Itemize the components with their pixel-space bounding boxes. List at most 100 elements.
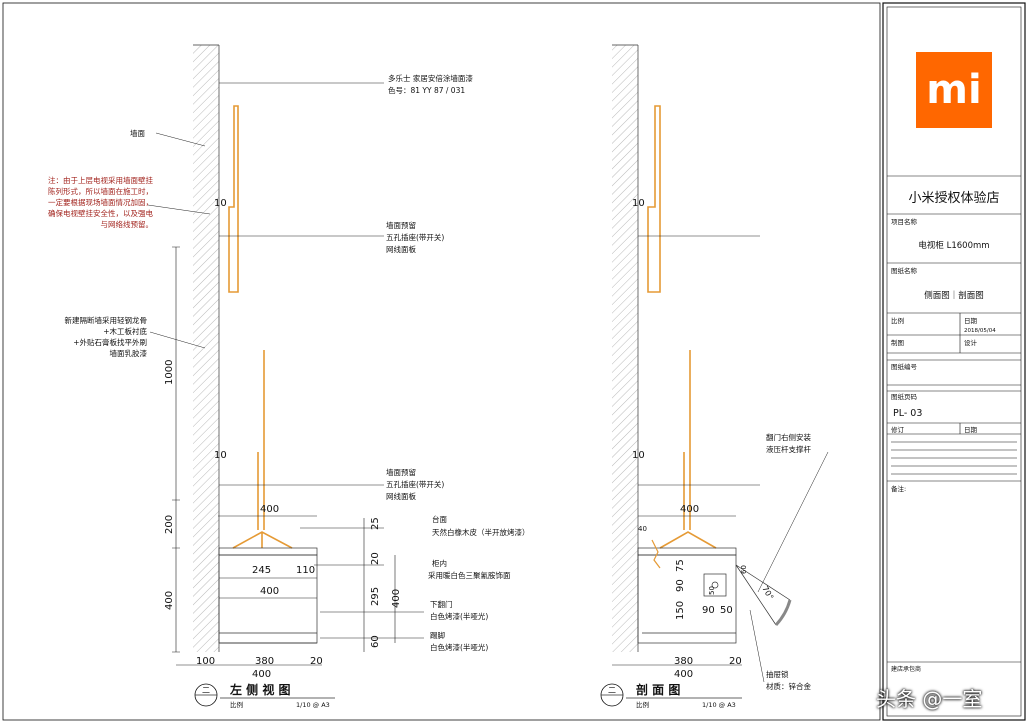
- sec-dim-90a: 90: [675, 579, 686, 592]
- page-label: 图纸页码: [891, 392, 918, 401]
- svg-text:台面: 台面: [432, 514, 447, 524]
- drawing-name-label: 图纸名称: [891, 266, 918, 275]
- svg-text:五孔插座(带开关): 五孔插座(带开关): [386, 479, 444, 489]
- mi-logo: [916, 52, 992, 128]
- revision-date-label: 日期: [964, 426, 978, 434]
- sec-dim-150: 150: [675, 601, 686, 620]
- svg-text:确保电视壁挂安全性，以及强电: 确保电视壁挂安全性，以及强电: [48, 208, 153, 218]
- contractor-label: 建店承包商: [891, 665, 921, 673]
- paint-line1: 多乐士 家居安倍涂墙面漆: [388, 73, 473, 83]
- dim-100: 100: [196, 656, 215, 667]
- dim-400top: 400: [260, 504, 279, 515]
- section-scale-label: 比例: [636, 700, 649, 709]
- date-label: 日期: [964, 317, 978, 325]
- sec-dim-380: 380: [674, 656, 693, 667]
- svg-text:+外贴石膏板找平外刷: +外贴石膏板找平外刷: [73, 337, 147, 347]
- section-view: 10 10 400 40 75 50 60 70° 90 90 50 150 3…: [600, 44, 829, 709]
- wall-hatch: [193, 45, 219, 652]
- dim-400bot: 400: [252, 669, 271, 680]
- wall-label: 墙面: [130, 128, 145, 138]
- section-title: 剖 面 图: [636, 682, 680, 697]
- lower-tv-stand: [232, 350, 293, 549]
- svg-text:一定要根据现场墙面情况加固，: 一定要根据现场墙面情况加固，: [48, 197, 153, 207]
- section-lower-tv-stand: [659, 350, 717, 549]
- project-name: 小米授权体验店: [908, 190, 999, 206]
- left-side-view: 10 10 1000 200 400 400 245 110 400 25 20…: [48, 44, 530, 709]
- title-block-frame: [882, 2, 1026, 721]
- svg-text:白色烤漆(半哑光): 白色烤漆(半哑光): [430, 642, 488, 652]
- cabinet-top: [218, 547, 318, 556]
- item-label: 项目名称: [891, 217, 918, 226]
- top-note: 台面 天然白橡木皮（半开放烤漆）: [432, 514, 530, 537]
- page-value: PL- 03: [893, 408, 922, 419]
- dim-400v: 400: [164, 591, 175, 610]
- dim-20b: 20: [310, 656, 323, 667]
- paint-line2: 色号：81 YY 87 / 031: [388, 85, 465, 95]
- revision-label: 修订: [891, 425, 905, 434]
- dim-10b: 10: [214, 450, 227, 461]
- warning-note: 注：由于上层电视采用墙面壁挂 陈列形式，所以墙面在施工时， 一定要根据现场墙面情…: [48, 175, 153, 229]
- svg-text:天然白橡木皮（半开放烤漆）: 天然白橡木皮（半开放烤漆）: [432, 527, 530, 537]
- svg-text:采用暖白色三聚氰胺饰面: 采用暖白色三聚氰胺饰面: [428, 570, 511, 580]
- sheet-border: [2, 2, 881, 721]
- section-upper-tv: [647, 105, 661, 293]
- dim-380: 380: [255, 656, 274, 667]
- svg-text:抽屉锁: 抽屉锁: [766, 669, 789, 679]
- svg-text:材质：锌合金: 材质：锌合金: [766, 681, 811, 691]
- svg-text:新建隔断墙采用轻钢龙骨: 新建隔断墙采用轻钢龙骨: [65, 315, 148, 325]
- drawn-label: 制图: [891, 338, 904, 347]
- dim-20: 20: [370, 552, 381, 565]
- dim-10a: 10: [214, 198, 227, 209]
- dim-60: 60: [370, 635, 381, 648]
- section-cabinet-top: [637, 547, 737, 556]
- upper-tv: [228, 105, 239, 293]
- svg-text:白色烤漆(半哑光): 白色烤漆(半哑光): [430, 611, 488, 621]
- dim-400r: 400: [391, 589, 402, 608]
- reserve-note-upper: 墙面预留 五孔插座(带开关) 网线面板: [386, 220, 444, 254]
- dim-25: 25: [370, 517, 381, 530]
- sec-dim-10b: 10: [632, 450, 645, 461]
- svg-text:柜内: 柜内: [432, 558, 447, 568]
- flap-note: 下翻门 白色烤漆(半哑光): [430, 600, 488, 621]
- dim-200: 200: [164, 515, 175, 534]
- sec-dim-40: 40: [638, 525, 647, 533]
- drawing-no-label: 图纸编号: [891, 362, 918, 371]
- interior-note: 柜内 采用暖白色三聚氰胺饰面: [428, 558, 511, 580]
- svg-text:与网络线预留。: 与网络线预留。: [101, 219, 154, 229]
- sec-dim-50b: 50: [720, 605, 733, 616]
- sec-dim-75: 75: [675, 559, 686, 572]
- svg-text:踢脚: 踢脚: [430, 630, 445, 640]
- hinge-note: 翻门右侧安装 液压杆支撑杆: [766, 432, 811, 454]
- svg-text:陈列形式，所以墙面在施工时，: 陈列形式，所以墙面在施工时，: [48, 186, 153, 196]
- sec-dim-90b: 90: [702, 605, 715, 616]
- dim-400mid: 400: [260, 586, 279, 597]
- sec-dim-400bot: 400: [674, 669, 693, 680]
- svg-text:+木工板衬底: +木工板衬底: [103, 326, 147, 336]
- svg-text:网线面板: 网线面板: [386, 244, 416, 254]
- svg-text:墙面乳胶漆: 墙面乳胶漆: [110, 348, 148, 358]
- mi-logo-text: mi: [926, 67, 981, 113]
- left-view-scale-label: 比例: [230, 700, 243, 709]
- svg-text:注：由于上层电视采用墙面壁挂: 注：由于上层电视采用墙面壁挂: [48, 175, 153, 185]
- scale-label: 比例: [891, 316, 904, 325]
- notes-label: 备注:: [891, 484, 906, 493]
- lock-note: 抽屉锁 材质：锌合金: [766, 669, 811, 691]
- section-cabinet-body: [637, 554, 737, 644]
- svg-text:墙面预留: 墙面预留: [386, 220, 416, 230]
- dim-1000: 1000: [164, 360, 175, 385]
- dim-110: 110: [296, 565, 315, 576]
- section-title-num: 二: [608, 686, 616, 695]
- date-value: 2018/05/04: [964, 328, 996, 334]
- sec-dim-50a: 50: [708, 586, 716, 595]
- svg-text:翻门右侧安装: 翻门右侧安装: [766, 432, 811, 442]
- flap-arc: [774, 599, 792, 627]
- svg-text:下翻门: 下翻门: [430, 600, 453, 609]
- left-view-scale-value: 1/10 @ A3: [296, 701, 330, 709]
- design-label: 设计: [964, 338, 978, 347]
- partition-note: 新建隔断墙采用轻钢龙骨 +木工板衬底 +外贴石膏板找平外刷 墙面乳胶漆: [65, 315, 148, 358]
- sec-dim-20: 20: [729, 656, 742, 667]
- item-value: 电视柜 L1600mm: [918, 240, 989, 251]
- left-view-title-num: 二: [202, 686, 210, 695]
- kick-note: 踢脚 白色烤漆(半哑光): [430, 630, 488, 652]
